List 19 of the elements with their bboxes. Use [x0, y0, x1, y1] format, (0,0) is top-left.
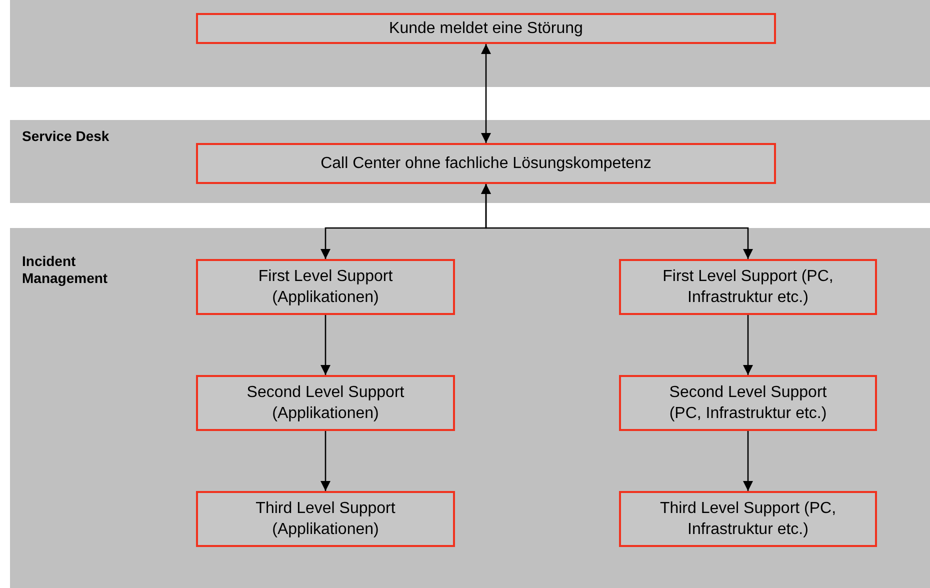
process-box: Kunde meldet eine Störung	[196, 13, 776, 44]
connector-arrow	[320, 315, 330, 375]
lane-band	[10, 228, 930, 588]
connector-arrow	[743, 431, 753, 491]
lane-band	[10, 120, 930, 203]
connector-arrow	[481, 44, 491, 143]
process-box: First Level Support (Applikationen)	[196, 259, 455, 315]
process-box: Second Level Support (Applikationen)	[196, 375, 455, 431]
lane-label: Service Desk	[22, 128, 110, 145]
connector-arrow	[743, 315, 753, 375]
lane-label: Incident Management	[22, 253, 109, 287]
lane-band	[10, 0, 930, 87]
process-box: Call Center ohne fachliche Lösungskompetenz	[196, 143, 776, 184]
connector-arrow	[481, 184, 753, 259]
process-box: Third Level Support (Applikationen)	[196, 491, 455, 547]
process-box: Third Level Support (PC, Infrastruktur etc.)	[619, 491, 877, 547]
process-box: Second Level Support (PC, Infrastruktur etc.)	[619, 375, 877, 431]
connector-arrow	[320, 431, 330, 491]
process-box: First Level Support (PC, Infrastruktur etc.)	[619, 259, 877, 315]
